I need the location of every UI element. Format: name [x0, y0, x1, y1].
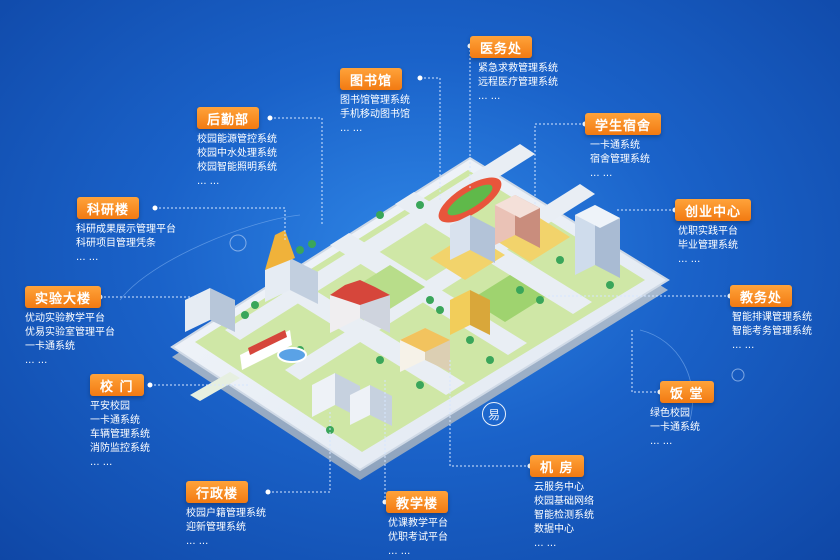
label-yiwuchu[interactable]: 医务处 [470, 36, 533, 58]
line-xueshengsushe [534, 123, 585, 205]
buildings [185, 195, 620, 426]
list-item: 数据中心 [534, 524, 574, 535]
list-keyanlou: 科研成果展示管理平台 科研项目管理凭条 ... ... [76, 223, 176, 265]
list-fantang: 绿色校园 一卡通系统 ... ... [650, 407, 700, 449]
list-jiaoxuelou: 优课教学平台 优职考试平台 ... ... [388, 517, 448, 559]
fountain [277, 347, 307, 363]
list-item: 校园能源管控系统 [197, 134, 277, 145]
list-item: 优课教学平台 [388, 518, 448, 529]
list-item: 车辆管理系统 [90, 429, 150, 440]
line-jifang [449, 360, 530, 467]
list-item: 科研成果展示管理平台 [76, 224, 176, 235]
label-jifang[interactable]: 机 房 [530, 455, 584, 477]
list-item: ... ... [186, 536, 209, 547]
label-jiaoxuelou[interactable]: 教学楼 [386, 491, 449, 513]
list-shiyandalou: 优动实验教学平台 优易实验室管理平台 一卡通系统 ... ... [25, 312, 115, 368]
list-item: 优动实验教学平台 [25, 313, 105, 324]
list-item: 消防监控系统 [90, 443, 150, 454]
list-item: 一卡通系统 [650, 422, 700, 433]
sports-field [438, 177, 502, 223]
line-houqinbu [270, 117, 323, 225]
list-item: 优职考试平台 [388, 532, 448, 543]
list-item: ... ... [590, 168, 613, 179]
list-item: 云服务中心 [534, 482, 584, 493]
list-item: 科研项目管理凭条 [76, 238, 156, 249]
label-keyanlou[interactable]: 科研楼 [77, 197, 140, 219]
list-item: 智能考务管理系统 [732, 326, 812, 337]
board-logo: 易 [482, 402, 506, 426]
list-item: 校园中水处理系统 [197, 148, 277, 159]
list-item: ... ... [678, 254, 701, 265]
list-item: 优职实践平台 [678, 226, 738, 237]
list-item: 校园户籍管理系统 [186, 508, 266, 519]
label-tushuguan[interactable]: 图书馆 [340, 68, 403, 90]
list-item: 紧急求救管理系统 [478, 63, 558, 74]
list-item: ... ... [76, 252, 99, 263]
list-item: ... ... [478, 91, 501, 102]
list-item: ... ... [90, 457, 113, 468]
list-item: 一卡通系统 [90, 415, 140, 426]
label-houqinbu[interactable]: 后勤部 [197, 107, 260, 129]
list-item: 优易实验室管理平台 [25, 327, 115, 338]
list-item: ... ... [732, 340, 755, 351]
list-item: 迎新管理系统 [186, 522, 246, 533]
line-keyanlou [155, 207, 286, 240]
list-item: ... ... [340, 123, 363, 134]
label-xiaomen[interactable]: 校 门 [90, 374, 144, 396]
list-tushuguan: 图书馆管理系统 手机移动图书馆 ... ... [340, 94, 410, 136]
list-item: 校园基础网络 [534, 496, 594, 507]
list-item: 宿舍管理系统 [590, 154, 650, 165]
list-jiaowuchu: 智能排课管理系统 智能考务管理系统 ... ... [732, 311, 812, 353]
line-xingzhenglou [268, 410, 331, 493]
line-fantang [631, 330, 660, 393]
list-item: ... ... [25, 355, 48, 366]
label-xueshengsushe[interactable]: 学生宿舍 [585, 113, 662, 135]
label-shiyandalou[interactable]: 实验大楼 [25, 286, 102, 308]
list-item: 毕业管理系统 [678, 240, 738, 251]
list-item: 图书馆管理系统 [340, 95, 410, 106]
list-jifang: 云服务中心 校园基础网络 智能检测系统 数据中心 ... ... [534, 481, 594, 551]
list-item: 平安校园 [90, 401, 130, 412]
line-tushuguan [420, 77, 441, 200]
list-item: 一卡通系统 [25, 341, 75, 352]
list-item: ... ... [534, 538, 557, 549]
list-item: ... ... [650, 436, 673, 447]
list-houqinbu: 校园能源管控系统 校园中水处理系统 校园智能照明系统 ... ... [197, 133, 277, 189]
list-item: 绿色校园 [650, 408, 690, 419]
list-chuangyezhongxin: 优职实践平台 毕业管理系统 ... ... [678, 225, 738, 267]
list-item: 一卡通系统 [590, 140, 640, 151]
list-item: ... ... [197, 176, 220, 187]
list-xueshengsushe: 一卡通系统 宿舍管理系统 ... ... [590, 139, 650, 181]
list-item: 手机移动图书馆 [340, 109, 410, 120]
list-yiwuchu: 紧急求救管理系统 远程医疗管理系统 ... ... [478, 62, 558, 104]
list-item: ... ... [388, 546, 411, 557]
label-xingzhenglou[interactable]: 行政楼 [186, 481, 249, 503]
list-item: 远程医疗管理系统 [478, 77, 558, 88]
list-xiaomen: 平安校园 一卡通系统 车辆管理系统 消防监控系统 ... ... [90, 400, 150, 470]
label-jiaowuchu[interactable]: 教务处 [730, 285, 793, 307]
label-chuangyezhongxin[interactable]: 创业中心 [675, 199, 752, 221]
list-item: 智能检测系统 [534, 510, 594, 521]
board-logo-text: 易 [487, 407, 500, 422]
platform [190, 372, 240, 401]
label-fantang[interactable]: 饭 堂 [660, 381, 714, 403]
list-item: 校园智能照明系统 [197, 162, 277, 173]
list-xingzhenglou: 校园户籍管理系统 迎新管理系统 ... ... [186, 507, 266, 549]
list-item: 智能排课管理系统 [732, 312, 812, 323]
